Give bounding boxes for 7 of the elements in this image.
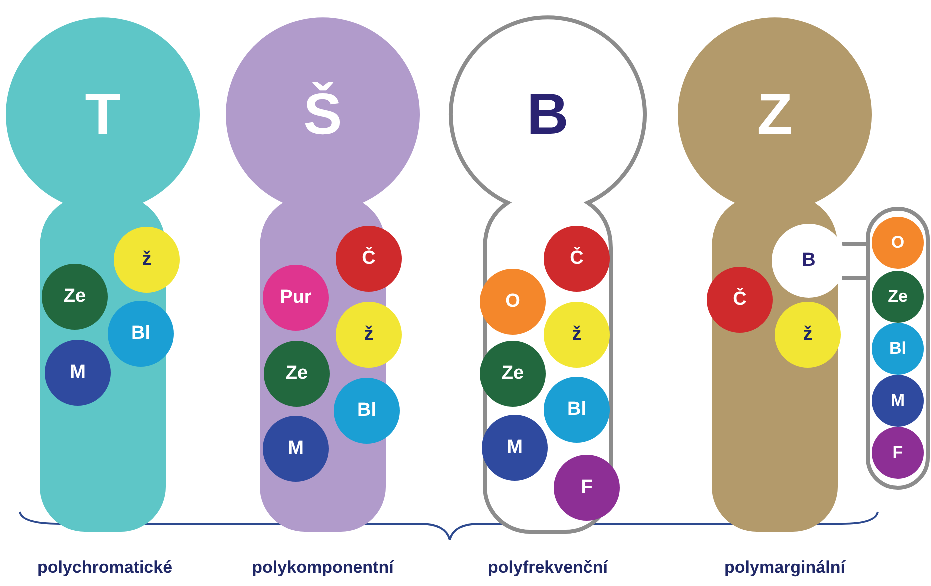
figure-letter: B: [527, 86, 569, 144]
caption-label: polyfrekvenční: [488, 558, 608, 578]
figure-letter: Z: [757, 86, 793, 144]
caption-label: polymarginální: [724, 558, 846, 578]
caption-label: polykomponentní: [252, 558, 394, 578]
caption-label: polychromatické: [37, 558, 173, 578]
figure-letter: T: [85, 86, 121, 144]
